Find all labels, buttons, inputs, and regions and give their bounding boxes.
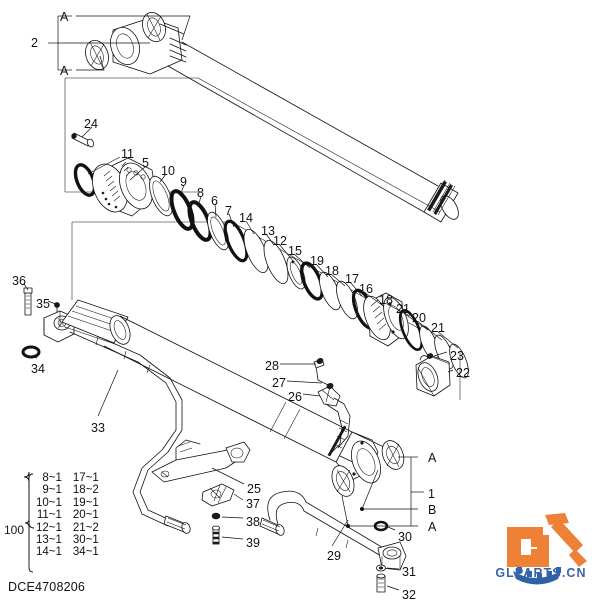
callout-35: 35 — [36, 297, 50, 311]
part-34-oring — [21, 345, 41, 359]
legend-row: 11~1 20~1 — [36, 509, 103, 521]
callout-1: 1 — [428, 487, 435, 501]
leader-lines — [23, 15, 461, 591]
callout-18-upper: 18 — [325, 264, 339, 278]
legend-cell: 20~1 — [72, 509, 99, 522]
callout-18-lower: 18 — [379, 293, 393, 307]
callout-26: 26 — [288, 390, 302, 404]
part-25-bracket — [151, 439, 251, 483]
legend-cell: 30~1 — [72, 534, 99, 547]
part-22-piston-nut — [415, 355, 451, 397]
callout-23: 23 — [450, 349, 464, 363]
legend-row: 8~1 17~1 — [36, 472, 103, 484]
callout-32: 32 — [402, 588, 416, 602]
part-27-bolt — [317, 379, 334, 390]
ref-letter-a-lower-1: A — [428, 451, 437, 465]
ref-letter-b-lower: B — [428, 503, 437, 517]
callout-20: 20 — [412, 311, 426, 325]
callout-7: 7 — [225, 204, 232, 218]
callout-31: 31 — [402, 565, 416, 579]
legend-cell: 11~1 — [36, 509, 62, 522]
callout-30: 30 — [398, 530, 412, 544]
legend-cell: 14~1 — [36, 546, 62, 559]
legend-row: 14~1 34~1 — [36, 546, 103, 558]
legend-row: 12~1 21~2 — [36, 522, 103, 534]
part-37-clamp — [201, 483, 235, 507]
callout-14: 14 — [239, 211, 253, 225]
callout-24: 24 — [84, 117, 98, 131]
piston-rod-1 — [167, 41, 459, 223]
callout-21-upper: 21 — [396, 302, 410, 316]
callout-27: 27 — [272, 376, 286, 390]
legend-row: 10~1 19~1 — [36, 497, 103, 509]
part-28-bolt — [313, 357, 325, 381]
seal-stack-upper — [149, 175, 377, 330]
legend-cell: 9~1 — [42, 484, 62, 497]
legend-cell: 10~1 — [36, 496, 62, 509]
legend-cell: 12~1 — [36, 521, 62, 534]
parts-quantity-legend: 8~1 17~1 9~1 18~2 10~1 19~1 11~1 20~1 12~1 21… — [36, 472, 103, 559]
ref-letter-a-lower-2: A — [428, 520, 437, 534]
legend-cell: 34~1 — [72, 546, 99, 559]
callout-38: 38 — [246, 515, 260, 529]
part-26-clamp-bracket — [317, 385, 351, 453]
part-32-bolt — [376, 573, 386, 593]
callout-39: 39 — [246, 536, 260, 550]
legend-cell: 21~2 — [72, 521, 99, 534]
part-23-set-screw — [419, 353, 434, 361]
rod-eye-assembly-2 — [85, 12, 187, 75]
callout-33: 33 — [91, 421, 105, 435]
callout-37: 37 — [246, 497, 260, 511]
legend-cell: 13~1 — [36, 534, 62, 547]
brand-name: GLPARTS.CN — [495, 566, 587, 580]
callout-34: 34 — [31, 362, 45, 376]
callout-25: 25 — [247, 482, 261, 496]
cylinder-barrel — [103, 315, 405, 497]
callout-36: 36 — [12, 274, 26, 288]
part-39-bolt — [211, 525, 220, 545]
legend-cell: 19~1 — [72, 496, 99, 509]
dust-boot-bellows — [61, 299, 131, 345]
legend-row: 13~1 30~1 — [36, 534, 103, 546]
legend-group-label: 100 — [4, 523, 25, 537]
ref-letter-a-top: A — [60, 10, 69, 24]
callout-8: 8 — [197, 186, 204, 200]
callout-12: 12 — [273, 234, 287, 248]
callout-22: 22 — [456, 366, 470, 380]
part-5-cylinder-head-gland — [92, 157, 157, 217]
callout-10: 10 — [161, 164, 175, 178]
legend-table: 8~1 17~1 9~1 18~2 10~1 19~1 11~1 20~1 12~1 21… — [36, 472, 103, 559]
legend-row: 9~1 18~2 — [36, 484, 103, 496]
callout-29: 29 — [327, 549, 341, 563]
callout-13: 13 — [261, 224, 275, 238]
part-36-bolt — [23, 287, 33, 316]
legend-cell: 17~1 — [72, 472, 99, 484]
callout-19: 19 — [310, 254, 324, 268]
callout-11: 11 — [121, 147, 134, 161]
callout-17: 17 — [345, 272, 359, 286]
part-31-washer — [376, 564, 386, 572]
part-38-washer — [211, 512, 221, 520]
ref-letter-a-bottom: A — [60, 64, 69, 78]
callout-16: 16 — [359, 282, 373, 296]
drawing-number: DCE4708206 — [8, 580, 86, 594]
legend-cell: 18~2 — [72, 484, 99, 497]
callout-2: 2 — [31, 36, 38, 50]
part-33-hydraulic-tube — [69, 324, 191, 534]
callout-28: 28 — [265, 359, 279, 373]
callout-6: 6 — [211, 194, 218, 208]
callout-21-lower: 21 — [431, 321, 445, 335]
callout-9: 9 — [180, 175, 187, 189]
part-24-pin — [71, 132, 95, 148]
callout-15: 15 — [288, 244, 302, 258]
legend-cell: 8~1 — [42, 472, 62, 484]
excavator-logo-icon — [507, 513, 587, 585]
callout-5: 5 — [142, 156, 149, 170]
part-29-hydraulic-tube — [259, 490, 407, 571]
